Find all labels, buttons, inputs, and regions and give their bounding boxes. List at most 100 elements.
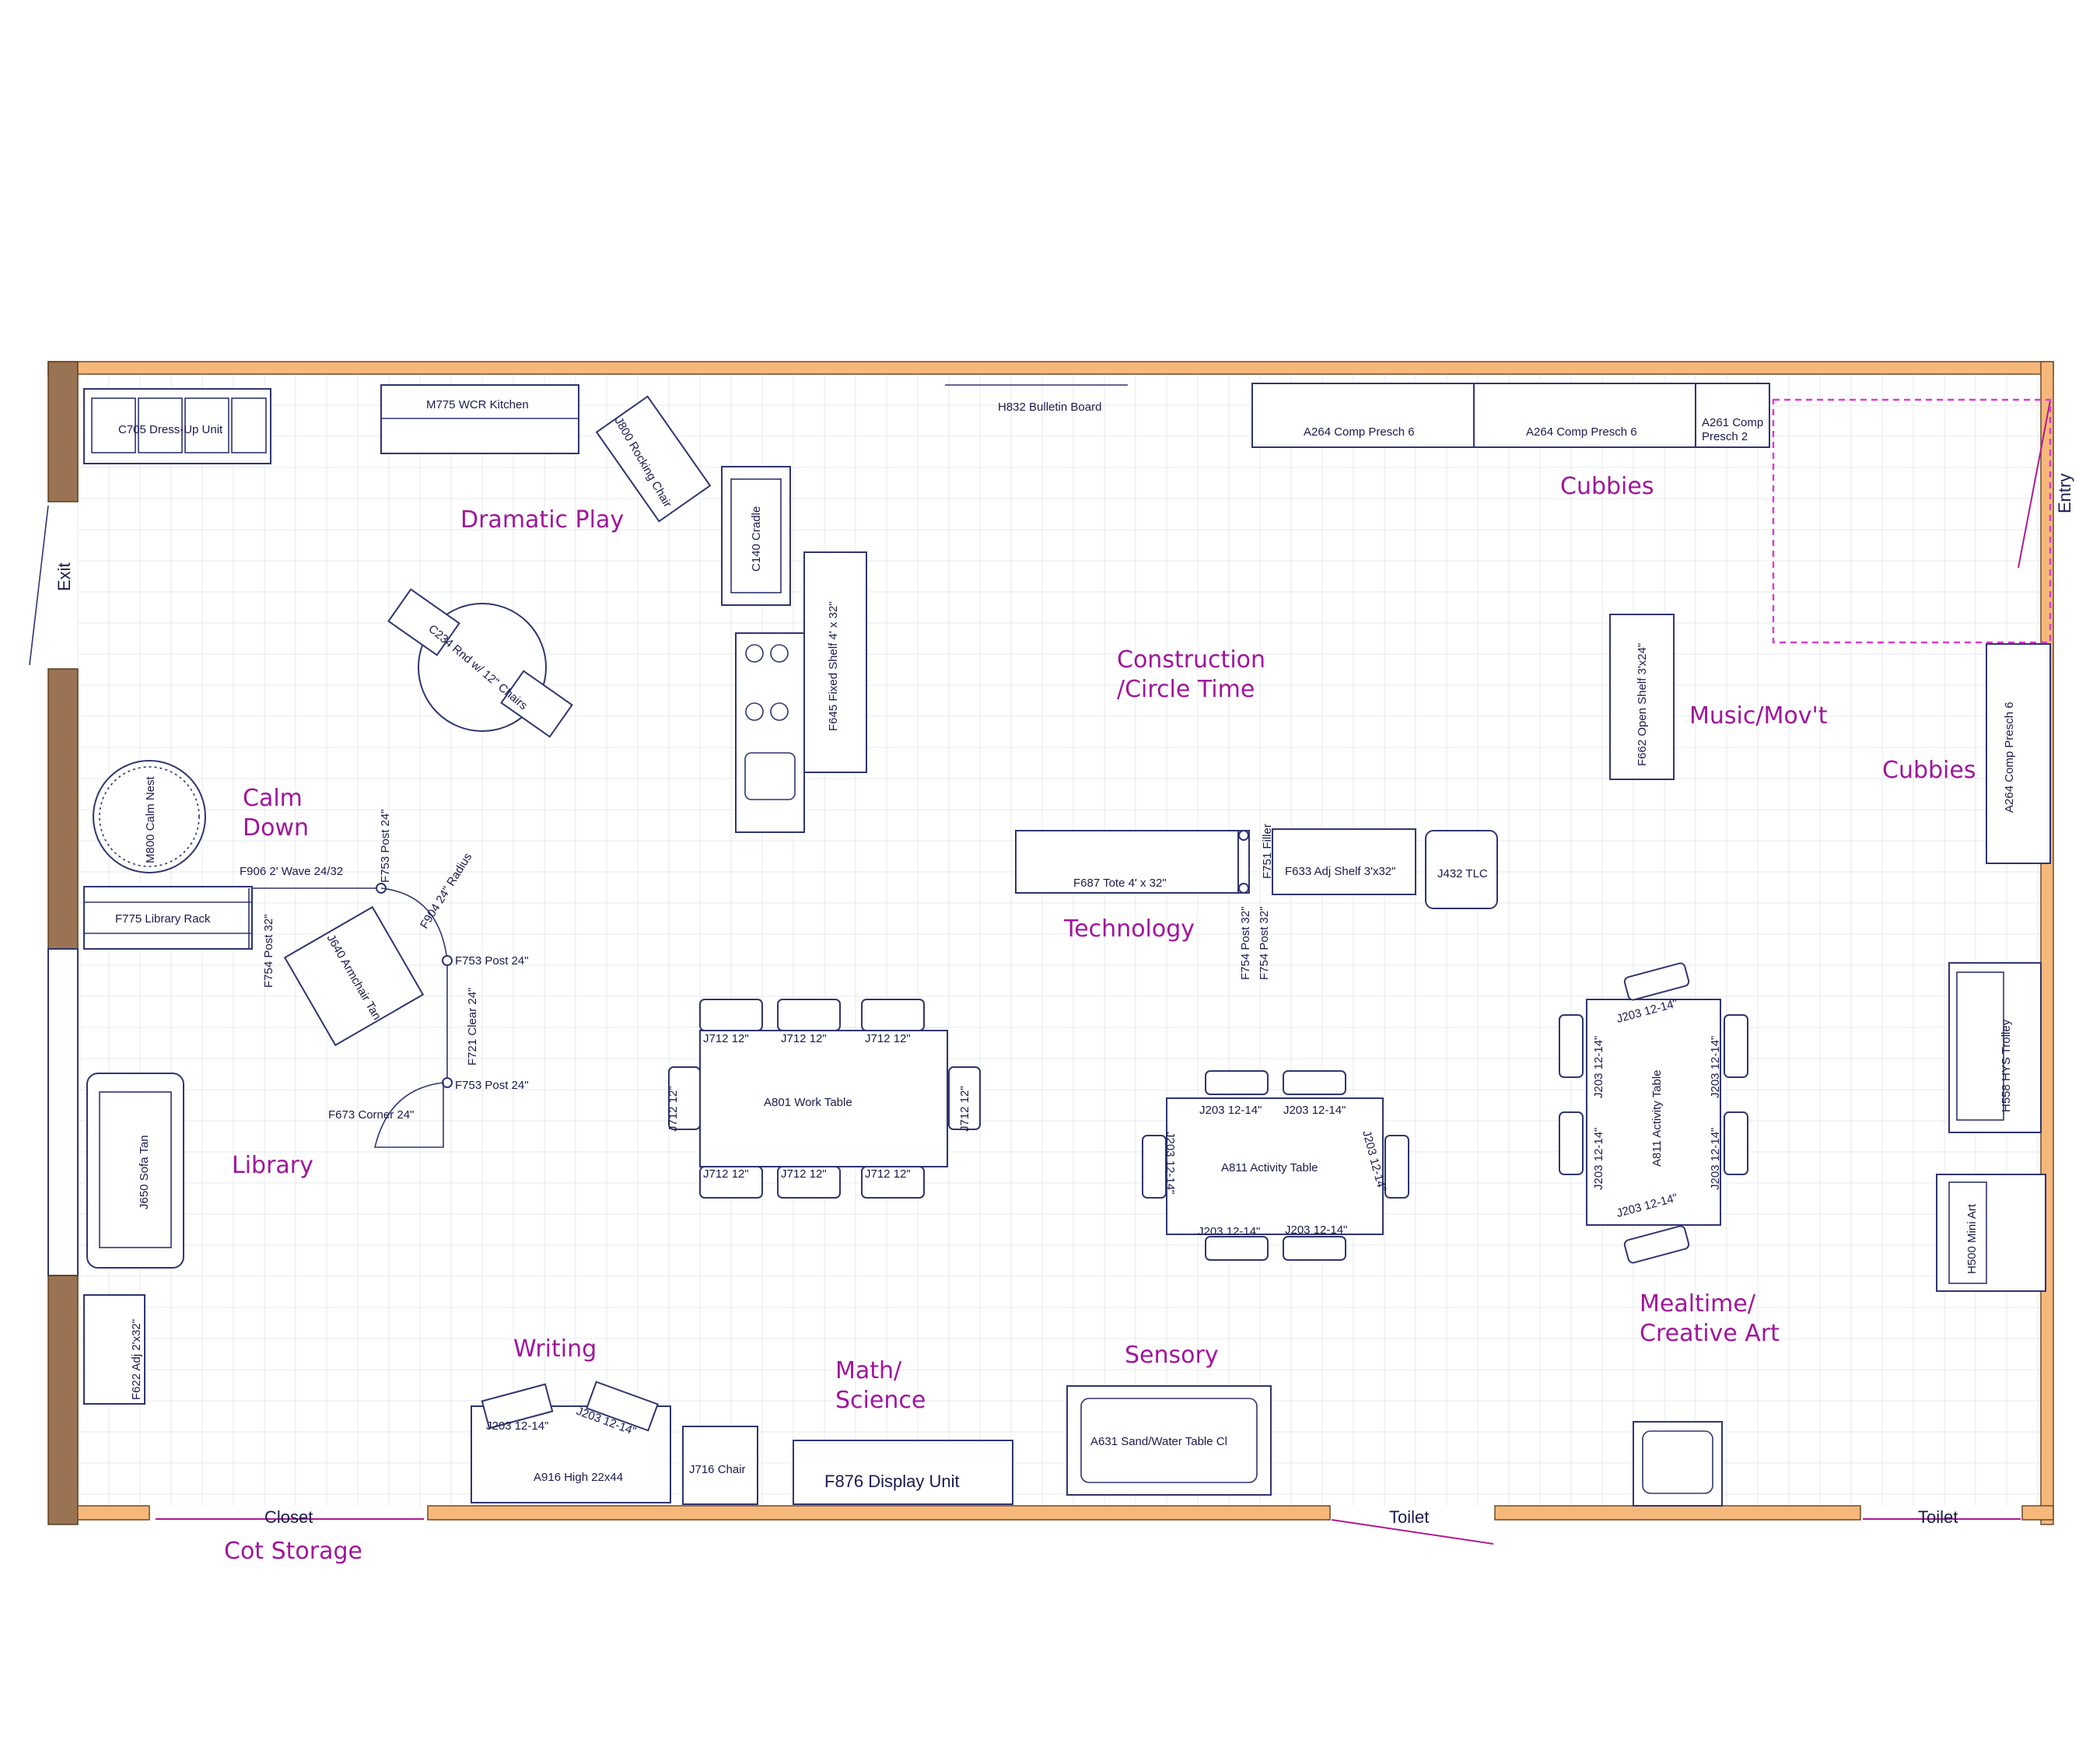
wall-left-segment-2 <box>47 668 79 950</box>
toilet-label-2: Toilet <box>1918 1507 1958 1527</box>
zone-cubbies-top: Cubbies <box>1560 473 1654 500</box>
wall-bottom-3 <box>1494 1505 1861 1521</box>
j203-chair <box>1724 1014 1748 1078</box>
floor-grid <box>77 373 2041 1506</box>
entry-zone-outline <box>1772 398 2052 644</box>
j203-writing-chair-2 <box>586 1381 659 1432</box>
m775-label: M775 WCR Kitchen <box>426 398 529 411</box>
f906-label: F906 2' Wave 24/32 <box>240 865 343 878</box>
zone-construction: Construction/Circle Time <box>1117 646 1265 703</box>
f633-label: F633 Adj Shelf 3'x32" <box>1285 865 1395 878</box>
entry-door <box>2018 400 2051 569</box>
c705-dress-up-unit <box>83 388 271 464</box>
j432-tlc <box>1425 830 1498 909</box>
f904-radius <box>380 887 448 961</box>
zone-writing: Writing <box>513 1335 597 1363</box>
stove-unit <box>735 632 805 833</box>
a264-label-3: A264 Comp Presch 6 <box>2003 702 2016 813</box>
c705-cell <box>184 397 229 453</box>
zone-dramatic-play: Dramatic Play <box>460 506 624 534</box>
c234-chair <box>500 670 573 738</box>
f754-label-c: F754 Post 32" <box>1258 906 1271 980</box>
j712-chair-label: J712 12" <box>667 1086 680 1132</box>
f754-label-b: F754 Post 32" <box>1239 906 1252 980</box>
f754-post-b <box>1238 830 1249 841</box>
j650-sofa <box>86 1073 184 1269</box>
j800-rocking-chair <box>595 395 712 523</box>
j712-chair <box>777 1166 841 1199</box>
entry-label: Entry <box>2055 474 2074 513</box>
j203-chair-label: J203 12-14" <box>1592 1036 1605 1098</box>
sink <box>1633 1421 1723 1507</box>
j203-chair-label: J203 12-14" <box>1709 1128 1722 1190</box>
f622-adj-shelf <box>83 1294 145 1405</box>
sink-basin <box>744 752 796 800</box>
sink-basin-2 <box>1642 1430 1713 1494</box>
f622-label: F622 Adj 2'x32" <box>130 1319 143 1400</box>
burner <box>745 644 764 663</box>
j712-chair-label: J712 12" <box>958 1086 971 1132</box>
j712-chair <box>861 1166 925 1199</box>
a811-label-2: A811 Activity Table <box>1650 1069 1664 1167</box>
wall-bottom-1 <box>77 1505 150 1521</box>
f753-label-b: F753 Post 24" <box>455 954 529 968</box>
h558-bins <box>1956 971 2004 1121</box>
zone-cot-storage: Cot Storage <box>224 1538 362 1565</box>
c705-cell <box>138 397 183 453</box>
j640-armchair <box>283 905 425 1047</box>
j650-seat <box>99 1091 172 1248</box>
j712-chair-label: J712 12" <box>865 1032 911 1045</box>
f662-open-shelf <box>1609 614 1675 780</box>
h500-inner <box>1948 1181 1987 1284</box>
j203-chair <box>1142 1135 1167 1199</box>
j712-chair <box>861 999 925 1031</box>
f633-adj-shelf <box>1272 828 1416 895</box>
j203-chair-label: J203 12-14" <box>1199 1104 1262 1117</box>
j203-chair <box>1559 1014 1584 1078</box>
c140-cradle <box>721 466 791 606</box>
wall-bottom-2 <box>427 1505 1331 1521</box>
j203-chair <box>1205 1070 1269 1095</box>
j712-chair <box>948 1066 981 1130</box>
j203-chair <box>1384 1135 1409 1199</box>
zone-library: Library <box>232 1152 313 1179</box>
f876-label: F876 Display Unit <box>824 1472 960 1491</box>
burner <box>770 644 789 663</box>
a264-label-2: A264 Comp Presch 6 <box>1526 425 1637 439</box>
c705-label: C705 Dress-Up Unit <box>118 423 223 436</box>
wall-right <box>2040 361 2054 1525</box>
m800-label: M800 Calm Nest <box>144 775 157 863</box>
f753-post-b <box>442 955 453 966</box>
c234-chair <box>387 588 460 656</box>
f876-display-unit <box>793 1440 1013 1505</box>
f754-label-a: F754 Post 32" <box>262 914 275 988</box>
j712-chair-label: J712 12" <box>703 1032 749 1045</box>
a916-label: A916 High 22x44 <box>534 1471 623 1484</box>
j203-chair <box>1623 962 1690 1001</box>
j712-chair <box>777 999 841 1031</box>
f751-label: F751 Filler <box>1261 824 1274 879</box>
f673-corner <box>373 1082 444 1148</box>
j712-chair-label: J712 12" <box>703 1167 749 1181</box>
a264-cubby-1 <box>1251 383 1475 448</box>
j203-chair-label: J203 12-14" <box>1164 1132 1177 1194</box>
exit-label: Exit <box>54 562 74 591</box>
wall-left-segment-1 <box>47 361 79 502</box>
j203-chair-label: J203 12-14" <box>1592 1128 1605 1190</box>
a261-cubby <box>1695 383 1770 448</box>
j432-label: J432 TLC <box>1437 867 1488 880</box>
j203-chair-label: J203 12-14" <box>1198 1225 1260 1238</box>
wall-top <box>47 361 2054 375</box>
f775-library-rack <box>83 886 253 950</box>
a264-cubby-2 <box>1473 383 1696 448</box>
a631-sand-water-table <box>1066 1385 1272 1496</box>
j203-chair <box>1283 1070 1346 1095</box>
f753-label-c: F753 Post 24" <box>455 1079 529 1092</box>
c705-cell <box>231 397 267 453</box>
j650-label: J650 Sofa Tan <box>138 1135 151 1209</box>
j712-chair <box>668 1066 701 1130</box>
zone-technology: Technology <box>1063 915 1195 943</box>
a264-label-1: A264 Comp Presch 6 <box>1304 425 1415 439</box>
h558-hys-trolley <box>1948 962 2042 1133</box>
